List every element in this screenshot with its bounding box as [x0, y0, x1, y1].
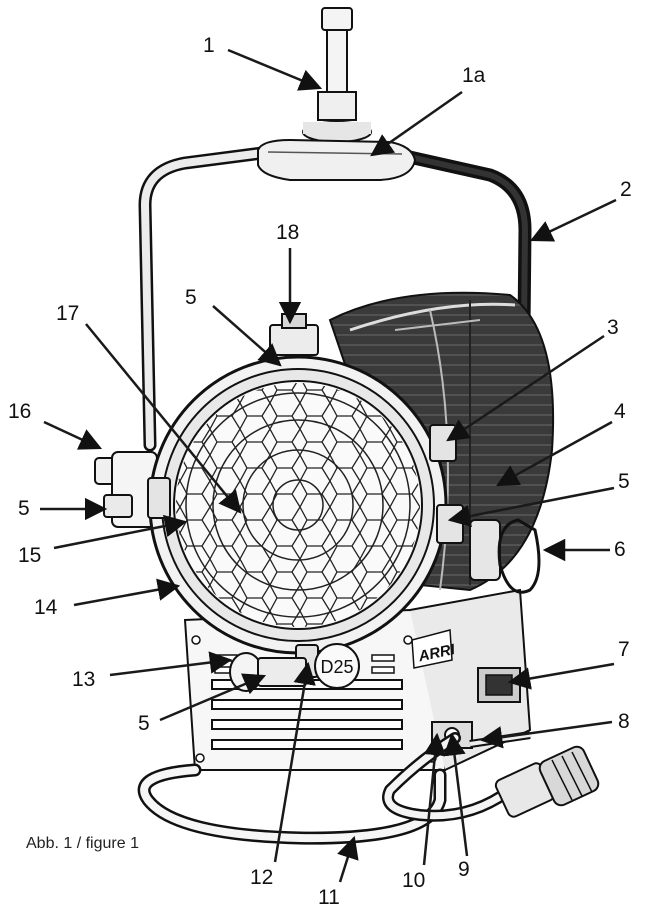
callout-labels: 1 1a 2 18 5 17 3 16 4 5 5 6 15 14 7 13 8… [8, 34, 632, 909]
lamp-illustration: ARRI [94, 7, 600, 845]
base-housing: ARRI [183, 588, 532, 771]
callout-5-left: 5 [18, 497, 30, 520]
callout-1a: 1a [462, 64, 486, 87]
callout-6: 6 [614, 538, 626, 561]
callout-3: 3 [607, 316, 619, 339]
mounting-spigot [302, 7, 372, 143]
callout-11: 11 [318, 886, 340, 909]
callout-13: 13 [72, 668, 95, 691]
callout-leaders [40, 48, 617, 883]
model-badge: D25 [314, 643, 360, 689]
callout-17: 17 [56, 302, 79, 325]
safety-loop [469, 518, 541, 594]
callout-15: 15 [18, 544, 41, 567]
callout-5-right: 5 [618, 470, 630, 493]
callout-4: 4 [614, 400, 626, 423]
yoke-bracket [138, 138, 532, 527]
svg-text:D25: D25 [320, 657, 353, 677]
callout-12: 12 [250, 866, 273, 889]
carry-handle [137, 763, 447, 845]
callout-5-bottom: 5 [138, 712, 150, 735]
callout-7: 7 [618, 638, 630, 661]
callout-8: 8 [618, 710, 630, 733]
cable-connector [494, 745, 600, 818]
callout-2: 2 [620, 178, 632, 201]
callout-14: 14 [34, 596, 58, 619]
callout-16: 16 [8, 400, 31, 423]
callout-5-top: 5 [185, 286, 197, 309]
callout-1: 1 [203, 34, 215, 57]
figure-caption: Abb. 1 / figure 1 [26, 835, 139, 852]
callout-18: 18 [276, 221, 299, 244]
callout-10: 10 [402, 869, 425, 892]
fresnel-lens [176, 383, 420, 627]
callout-9: 9 [458, 858, 470, 881]
